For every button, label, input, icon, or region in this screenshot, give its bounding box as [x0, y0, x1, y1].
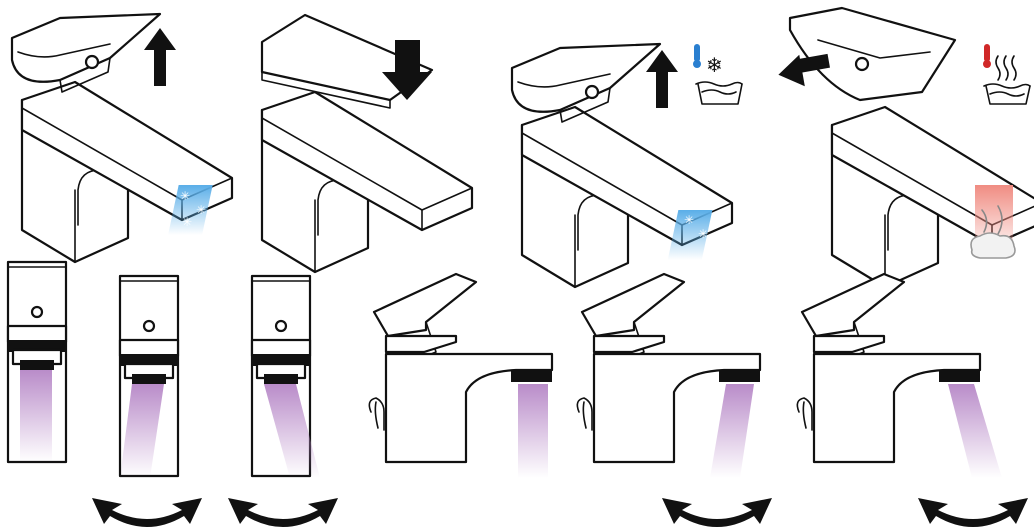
faucet-lever: [790, 8, 955, 100]
arrow-up-icon: [646, 50, 678, 108]
panel-hot-water: [776, 8, 1034, 287]
side-view-center: [369, 274, 552, 478]
mixed-water-stream: [948, 384, 1002, 478]
faucet-body: [262, 92, 472, 272]
side-view-swivel: [577, 274, 772, 527]
panel-cold-water: ✳ ✳ ❄: [512, 44, 742, 287]
panel-close-lever: [262, 15, 472, 272]
svg-text:✳: ✳: [684, 213, 694, 227]
svg-text:✳: ✳: [180, 189, 190, 203]
curved-double-arrow-icon: [662, 498, 772, 527]
svg-text:❄: ❄: [706, 53, 723, 77]
front-view-swivel-left: [92, 276, 202, 527]
hot-water-symbol-icon: [983, 44, 1030, 104]
faucet-lever: [12, 14, 160, 92]
faucet-side: [797, 274, 980, 462]
svg-text:✳: ✳: [196, 203, 206, 217]
mixed-water-stream: [710, 384, 754, 478]
front-view-swivel-right: [228, 276, 338, 527]
cold-water-symbol-icon: ❄: [693, 44, 742, 104]
front-view-center: [8, 262, 66, 462]
faucet-lever: [512, 44, 660, 122]
side-view-swivel-far: [797, 274, 1028, 527]
svg-text:✳: ✳: [698, 227, 708, 241]
curved-double-arrow-icon: [228, 498, 338, 527]
arrow-up-icon: [144, 28, 176, 86]
mixed-water-stream: [518, 384, 548, 478]
curved-double-arrow-icon: [92, 498, 202, 527]
svg-text:✳: ✳: [182, 215, 192, 229]
mixed-water-stream: [20, 370, 52, 462]
panel-open-lever: ✳ ✳ ✳: [12, 14, 232, 262]
curved-double-arrow-icon: [918, 498, 1028, 527]
